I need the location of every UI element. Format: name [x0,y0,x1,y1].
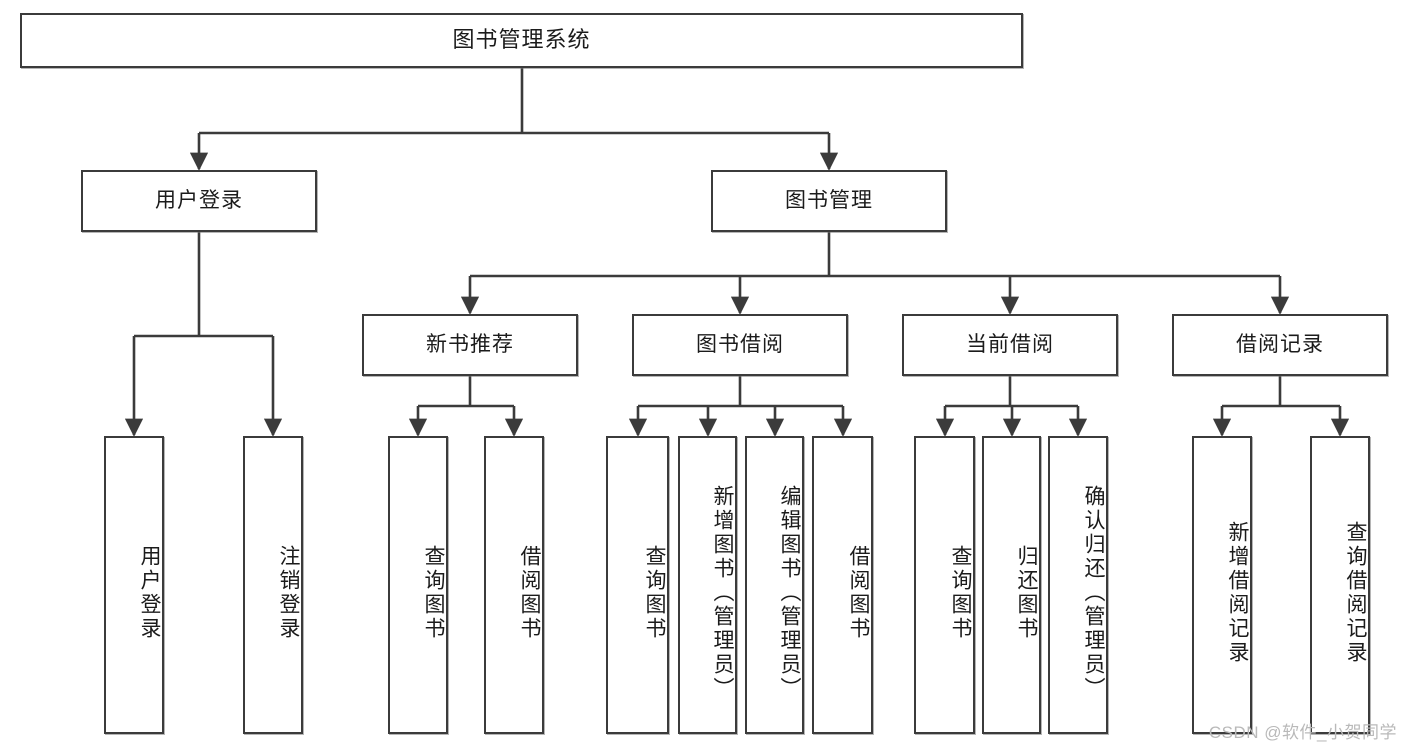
node-book-manage[interactable]: 图书管理 [711,170,947,232]
node-label: 确认归还（管理员） [1082,485,1105,701]
node-label: 图书管理系统 [452,27,591,53]
node-leaf-user-logout[interactable]: 注销登录 [243,436,303,734]
node-leaf-borrow-add[interactable]: 新增图书（管理员） [678,436,737,734]
node-user-login[interactable]: 用户登录 [81,170,317,232]
node-leaf-borrow-lend[interactable]: 借阅图书 [812,436,873,734]
watermark: CSDN @软件_小贺同学 [1208,723,1397,742]
node-leaf-borrow-edit[interactable]: 编辑图书（管理员） [745,436,804,734]
node-label: 图书借阅 [696,333,784,357]
node-label: 当前借阅 [966,333,1054,357]
node-leaf-cur-return[interactable]: 归还图书 [982,436,1041,734]
node-label: 新书推荐 [426,333,514,357]
node-label: 借阅图书 [518,545,541,641]
node-leaf-cur-confirm[interactable]: 确认归还（管理员） [1048,436,1108,734]
node-label: 借阅记录 [1236,333,1324,357]
node-label: 新增图书（管理员） [711,485,734,701]
node-book-borrow[interactable]: 图书借阅 [632,314,848,376]
node-label: 查询图书 [949,545,972,641]
node-label: 查询图书 [422,545,445,641]
node-borrow-record[interactable]: 借阅记录 [1172,314,1388,376]
node-root[interactable]: 图书管理系统 [20,13,1023,68]
node-leaf-cur-query[interactable]: 查询图书 [914,436,975,734]
node-label: 图书管理 [785,189,873,213]
node-label: 查询图书 [643,545,666,641]
node-label: 编辑图书（管理员） [778,485,801,701]
node-label: 注销登录 [277,545,300,641]
node-current-borrow[interactable]: 当前借阅 [902,314,1118,376]
node-new-book-rec[interactable]: 新书推荐 [362,314,578,376]
node-leaf-rec-add[interactable]: 新增借阅记录 [1192,436,1252,734]
node-label: 新增借阅记录 [1226,521,1249,665]
node-label: 用户登录 [138,545,161,641]
node-label: 归还图书 [1015,545,1038,641]
node-leaf-rec-borrow[interactable]: 借阅图书 [484,436,544,734]
node-leaf-borrow-query[interactable]: 查询图书 [606,436,669,734]
node-label: 借阅图书 [847,545,870,641]
node-label: 查询借阅记录 [1344,521,1367,665]
node-label: 用户登录 [155,189,243,213]
node-leaf-user-login[interactable]: 用户登录 [104,436,164,734]
node-leaf-rec-query2[interactable]: 查询借阅记录 [1310,436,1370,734]
node-leaf-rec-query[interactable]: 查询图书 [388,436,448,734]
